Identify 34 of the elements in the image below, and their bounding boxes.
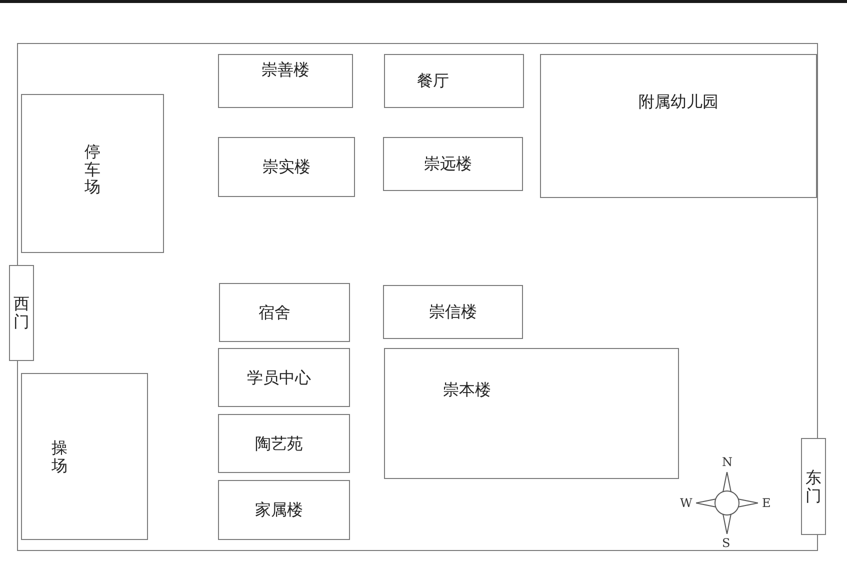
building-name: 崇善楼 (262, 61, 310, 79)
building-block (218, 480, 350, 540)
compass-direction-label: N (722, 456, 732, 468)
building-block (219, 283, 350, 342)
building-name: 崇本楼 (443, 381, 491, 399)
building-name: 西门 (14, 295, 30, 331)
building-block (218, 54, 353, 108)
building-name: 东门 (806, 468, 822, 504)
building-block (383, 285, 523, 339)
building-name: 学员中心 (247, 368, 311, 386)
building-block (218, 137, 355, 197)
building-name: 餐厅 (417, 72, 449, 90)
compass-direction-label: S (722, 537, 730, 549)
building-block (218, 414, 350, 473)
building-name: 崇实楼 (262, 158, 310, 176)
compass-direction-label: W (680, 497, 692, 509)
compass-direction-label: E (762, 497, 771, 509)
building-name: 崇信楼 (429, 303, 477, 321)
building-block (384, 54, 524, 108)
building-block (383, 137, 523, 191)
building-block (21, 373, 148, 540)
building-name: 宿舍 (258, 304, 290, 322)
building-block (540, 54, 817, 198)
building-name: 操场 (52, 438, 68, 474)
building-block (384, 348, 679, 479)
building-block (21, 94, 164, 253)
building-name: 停车场 (84, 143, 100, 196)
building-block (801, 438, 826, 535)
building-name: 陶艺苑 (255, 434, 303, 452)
building-block (218, 348, 350, 407)
building-name: 家属楼 (255, 501, 303, 519)
building-block (9, 265, 34, 361)
building-name: 崇远楼 (424, 155, 472, 173)
building-name: 附属幼儿园 (638, 93, 718, 111)
